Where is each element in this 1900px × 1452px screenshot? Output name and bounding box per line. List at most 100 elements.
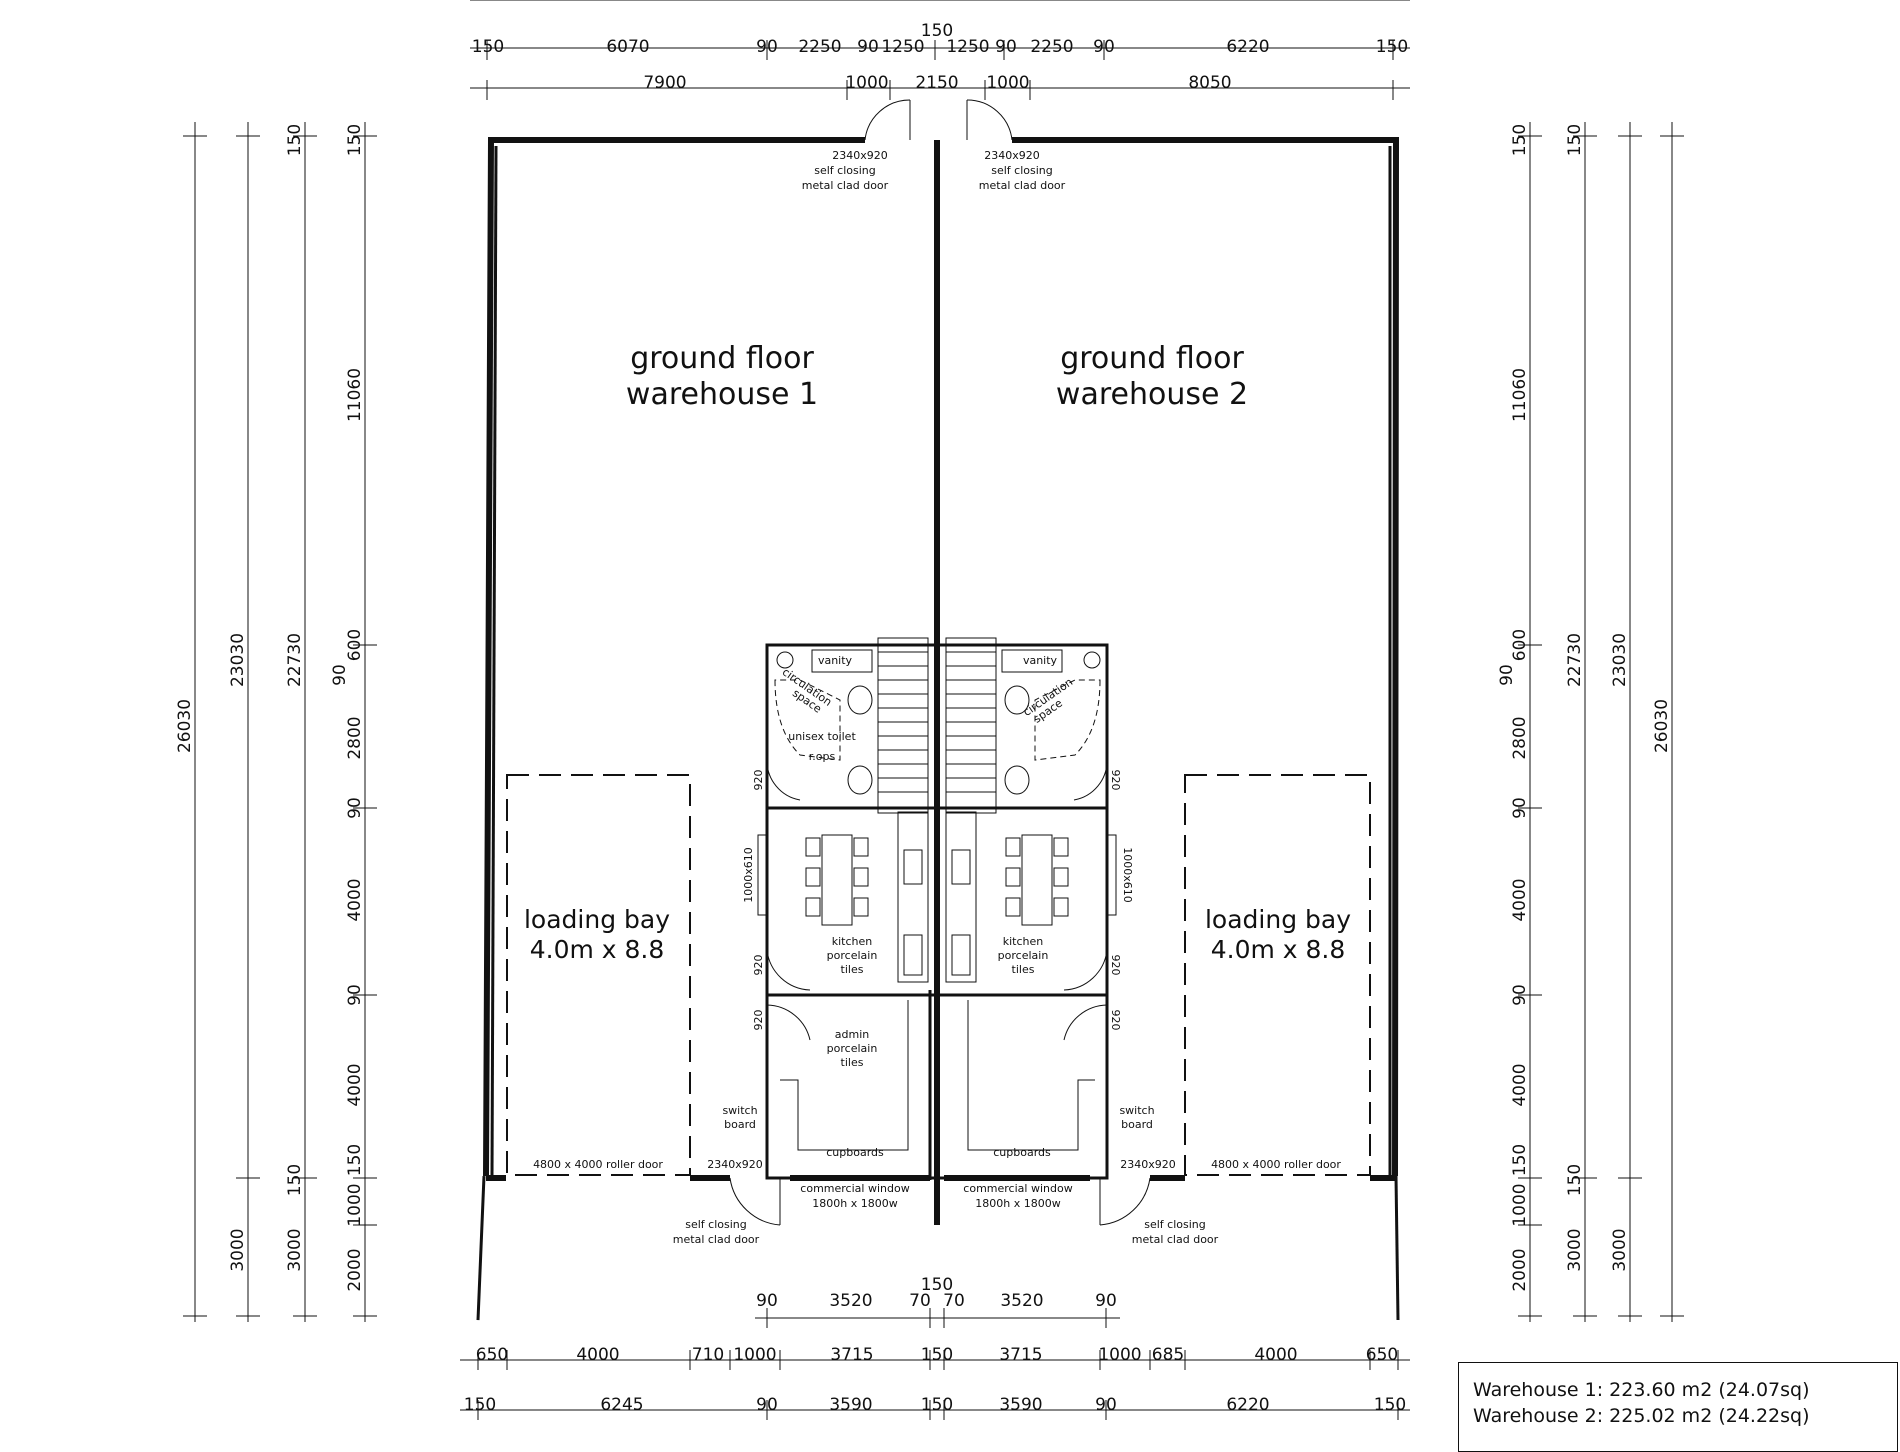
dim-right-600: 600 [1510,629,1530,661]
dim-bottom2-650-b: 650 [1366,1345,1398,1365]
switch-left-line2: board [724,1118,756,1131]
door-note-bottom-left-line1: self closing [685,1218,747,1231]
dim-bottom3-3590-b: 3590 [999,1395,1042,1415]
kitchen-right-line2: porcelain [998,949,1049,962]
toilet-left-label: unisex toilet [788,730,856,743]
dim-bottom2-4000-b: 4000 [1254,1345,1297,1365]
dim-bottom1-70-a: 70 [909,1291,931,1311]
window-left-line1: commercial window [800,1182,909,1195]
area-row-warehouse-2: Warehouse 2: 225.02 m2 (24.22sq) [1473,1405,1810,1427]
warehouse-1-label-line1: ground floor [630,341,814,376]
dim-top-2150: 2150 [915,73,958,93]
dim-left-col4-150-a: 150 [345,124,365,156]
dim-bottom1-3520-b: 3520 [1000,1291,1043,1311]
dim-top-1250-a: 1250 [881,37,924,57]
dim-top-90-d: 90 [1093,37,1115,57]
vanity-left: vanity [818,654,853,667]
dim-bottom2-1000-a: 1000 [733,1345,776,1365]
door-side-left-a: 920 [752,770,765,791]
dim-left-4000-a: 4000 [345,878,365,921]
kitchen-left-line1: kitchen [832,935,873,948]
dim-bottom3-90-b: 90 [1095,1395,1117,1415]
dim-top-6070: 6070 [606,37,649,57]
door-side-left-c: 920 [752,1010,765,1031]
door-note-top-left-line1: self closing [814,164,876,177]
dim-bottom3-150-a: 150 [464,1395,496,1415]
dim-right-11060: 11060 [1510,368,1530,422]
building-walls [476,137,1400,1321]
window-left-line2: 1800h x 1800w [812,1197,897,1210]
dim-left-col3-150-a: 150 [285,124,305,156]
dim-bottom2-3715-b: 3715 [999,1345,1042,1365]
dim-top-8050: 8050 [1188,73,1231,93]
dim-left-3000-a: 3000 [228,1228,248,1271]
dim-bottom1-90-a: 90 [756,1291,778,1311]
door-note-bottom-right-line1: self closing [1144,1218,1206,1231]
door-side-right-a: 920 [1109,770,1122,791]
dim-right-1000: 1000 [1510,1183,1530,1226]
dim-right-2800: 2800 [1510,716,1530,759]
dim-bottom2-710: 710 [692,1345,724,1365]
dim-left-col4-150-b: 150 [345,1144,365,1176]
roller-door-right: 4800 x 4000 roller door [1211,1158,1341,1171]
dim-top-center-150: 150 [921,21,953,41]
dim-left-2800: 2800 [345,716,365,759]
dim-top-1000-a: 1000 [845,73,888,93]
dim-left-11060: 11060 [345,368,365,422]
dim-bottom2-4000-a: 4000 [576,1345,619,1365]
dim-top-1250-b: 1250 [946,37,989,57]
dim-right-col2-150-a: 150 [1565,124,1585,156]
dim-bottom1-90-b: 90 [1095,1291,1117,1311]
admin-left-line3: tiles [841,1056,864,1069]
dim-bottom2-3715-a: 3715 [830,1345,873,1365]
door-note-top-right-line1: self closing [991,164,1053,177]
dim-bottom1-3520-a: 3520 [829,1291,872,1311]
area-row-warehouse-1: Warehouse 1: 223.60 m2 (24.07sq) [1473,1379,1810,1401]
door-code-bottom-left: 2340x920 [707,1158,763,1171]
warehouse-2-label-line2: warehouse 2 [1056,377,1248,412]
dim-right-90-b: 90 [1510,797,1530,819]
dim-top-90-a: 90 [756,37,778,57]
loading-bay-right-label-line2: 4.0m x 8.8 [1211,935,1346,964]
top-doors [864,99,1013,141]
dim-bottom3-90-a: 90 [756,1395,778,1415]
warehouse-2-label-line1: ground floor [1060,341,1244,376]
dim-top-90-b: 90 [857,37,879,57]
loading-bay-right-label-line1: loading bay [1205,905,1351,934]
warehouse-1-label-line2: warehouse 1 [626,377,818,412]
office-core [757,637,1117,1180]
kitchen-right-line1: kitchen [1003,935,1044,948]
dim-bottom3-6245: 6245 [600,1395,643,1415]
dim-bottom3-150-c: 150 [1374,1395,1406,1415]
dim-right-col1-150-b: 150 [1510,1144,1530,1176]
dim-bottom3-150-b: 150 [921,1395,953,1415]
dim-left-22730: 22730 [285,633,305,687]
switch-right-line2: board [1121,1118,1153,1131]
dim-left-90-a: 90 [330,664,350,686]
door-note-top-left-line2: metal clad door [802,179,889,192]
dim-top-150-b: 150 [1376,37,1408,57]
dim-left-23030: 23030 [228,633,248,687]
door-code-bottom-right: 2340x920 [1120,1158,1176,1171]
window-right-line1: commercial window [963,1182,1072,1195]
door-note-bottom-left-line2: metal clad door [673,1233,760,1246]
window-right-line2: 1800h x 1800w [975,1197,1060,1210]
dim-top-2250-b: 2250 [1030,37,1073,57]
dim-right-4000-b: 4000 [1510,1063,1530,1106]
bottom-doors [729,1177,1151,1226]
dim-right-4000-a: 4000 [1510,878,1530,921]
dim-left-26030: 26030 [175,699,195,753]
door-side-right-b: 920 [1109,955,1122,976]
dim-bottom2-1000-b: 1000 [1098,1345,1141,1365]
dim-bottom1-70-b: 70 [943,1291,965,1311]
door-side-left-b: 920 [752,955,765,976]
dim-bottom2-685: 685 [1152,1345,1184,1365]
dim-bottom3-6220: 6220 [1226,1395,1269,1415]
loading-bay-right-outline [1184,774,1371,1176]
dim-right-col1-150-a: 150 [1510,124,1530,156]
bottom-dimension-rows: 90 3520 70 70 3520 90 150 650 4000 710 1… [460,1275,1410,1420]
dim-left-600: 600 [345,629,365,661]
dim-top-6220: 6220 [1226,37,1269,57]
kitchen-left-line3: tiles [841,963,864,976]
